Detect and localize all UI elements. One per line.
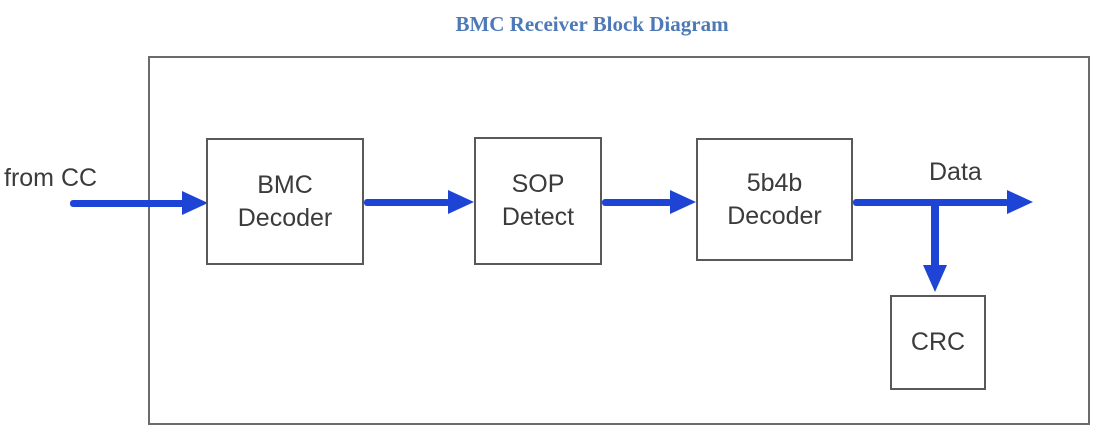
block-label: 5b4b Decoder (727, 168, 822, 230)
arrow-line (70, 200, 188, 207)
right-arrow-icon (448, 190, 474, 214)
output-label-data: Data (929, 158, 982, 186)
arrow-line (602, 199, 672, 206)
block-label: BMC Decoder (237, 170, 333, 232)
arrow-line (364, 199, 450, 206)
block-bmc-decoder: BMC Decoder (206, 138, 364, 265)
input-label-from-cc: from CC (4, 164, 98, 192)
right-arrow-icon (670, 190, 696, 214)
block-crc: CRC (890, 295, 986, 390)
down-arrow-icon (923, 265, 947, 292)
right-arrow-icon (1007, 190, 1033, 214)
block-label: SOP Detect (501, 170, 575, 231)
diagram-title: BMC Receiver Block Diagram (455, 12, 729, 36)
arrow-line (931, 202, 939, 266)
block-5b4b-decoder: 5b4b Decoder (696, 138, 853, 261)
block-sop-detect: SOP Detect (474, 137, 602, 265)
block-label: CRC (910, 328, 966, 356)
right-arrow-icon (182, 191, 208, 215)
